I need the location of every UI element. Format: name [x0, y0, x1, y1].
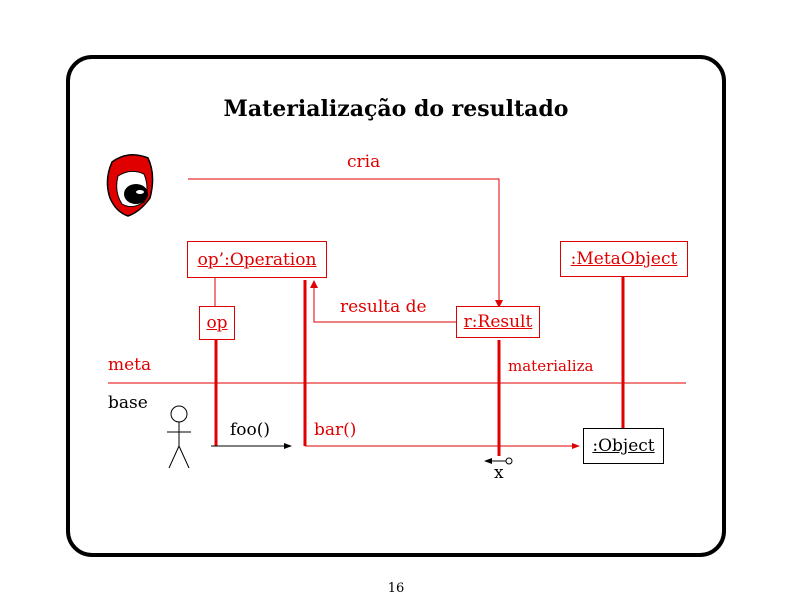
metaobject-object-box[interactable]: :MetaObject — [560, 241, 688, 277]
op-label: op — [206, 313, 228, 333]
resulta-de-arrow — [310, 280, 457, 323]
bar-message-arrow — [305, 443, 580, 449]
result-label: r:Result — [463, 312, 533, 332]
operation-class-label: :Operation — [224, 249, 317, 270]
page-number: 16 — [387, 581, 405, 596]
metaobject-mascot-icon — [106, 154, 154, 217]
metaobject-label: :MetaObject — [570, 249, 678, 269]
materializa-label: materializa — [508, 357, 594, 375]
operation-object-box[interactable]: op’:Operation — [187, 241, 327, 278]
slide-title: Materialização do resultado — [223, 96, 569, 122]
foo-message-arrow — [211, 443, 292, 449]
foo-message-label: foo() — [230, 420, 271, 440]
slide-frame — [66, 55, 726, 557]
op-object-box[interactable]: op — [199, 306, 235, 340]
resulta-de-label: resulta de — [340, 297, 427, 317]
result-object-box[interactable]: r:Result — [456, 306, 540, 338]
base-level-label: base — [108, 393, 148, 413]
cria-label: cria — [347, 152, 381, 172]
meta-level-label: meta — [108, 355, 152, 375]
return-x-label: x — [494, 463, 504, 483]
actor-stick-figure-icon — [167, 405, 191, 469]
object-box[interactable]: :Object — [583, 428, 664, 464]
bar-message-label: bar() — [314, 420, 357, 440]
cria-arrow — [188, 178, 503, 308]
operation-prefix-label: op’ — [197, 249, 225, 270]
object-label: :Object — [592, 436, 655, 456]
return-x-arrow — [484, 457, 513, 465]
